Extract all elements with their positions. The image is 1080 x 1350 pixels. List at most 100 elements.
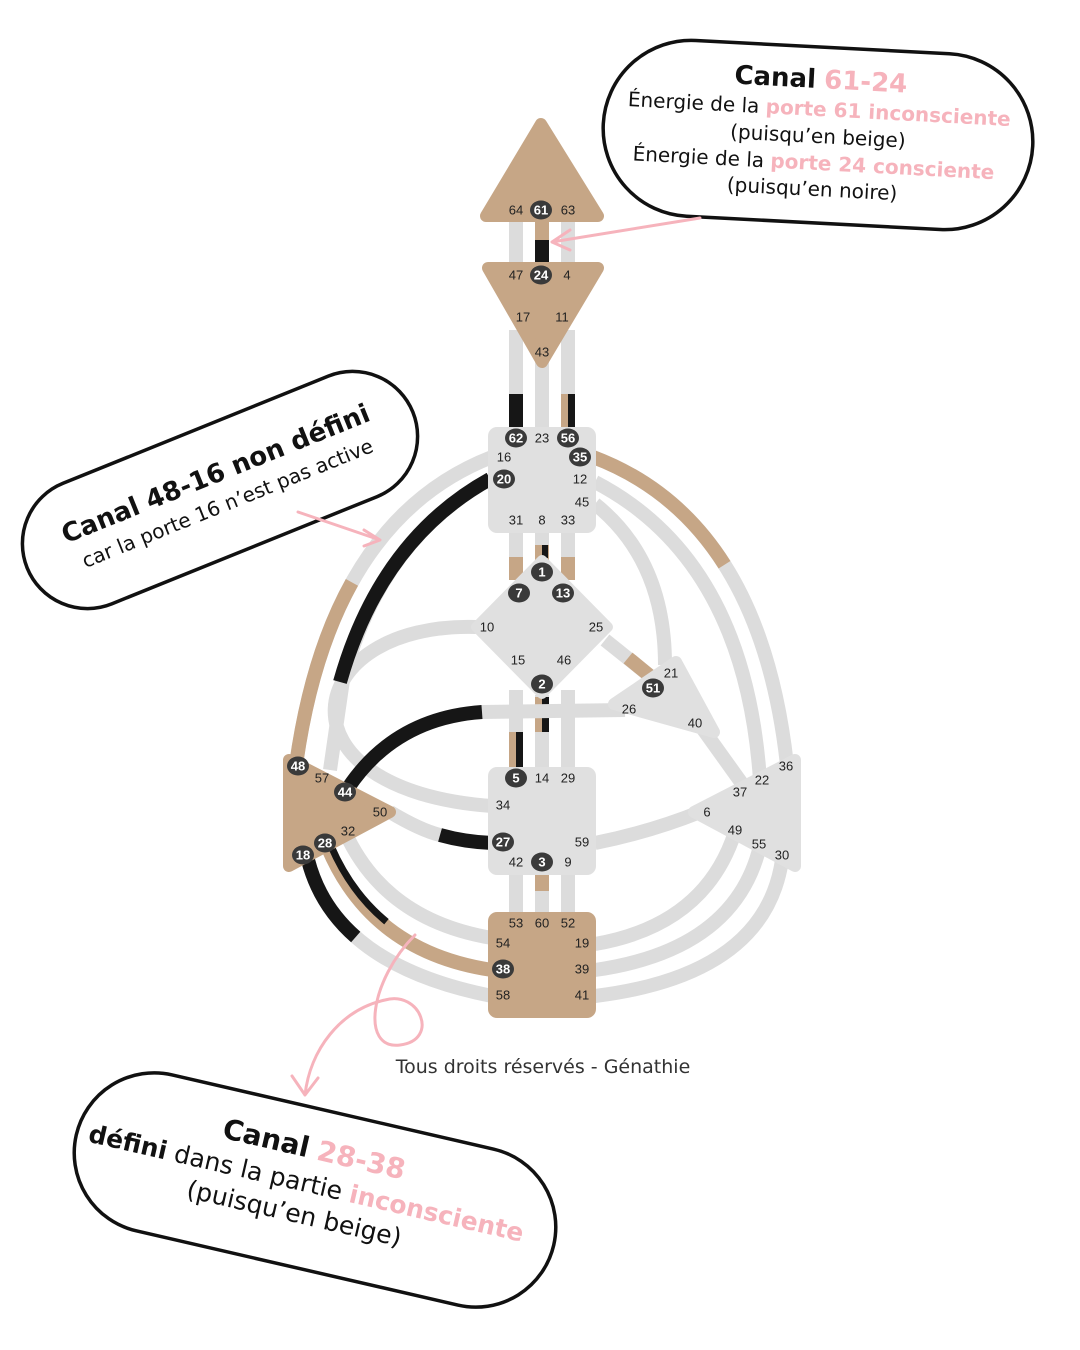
- gate-number: 47: [509, 268, 523, 283]
- gate-19: 19: [575, 936, 589, 951]
- gate-number: 51: [646, 681, 660, 696]
- center-sacral: [488, 767, 596, 875]
- gate-11: 11: [555, 310, 569, 325]
- center-root: [488, 912, 596, 1018]
- gate-number: 60: [535, 916, 549, 931]
- active-gate-marker: [505, 428, 527, 448]
- gate-number: 16: [497, 450, 511, 465]
- gate-35: 35: [569, 447, 591, 467]
- gate-62: 62: [505, 428, 527, 448]
- gate-number: 10: [480, 620, 494, 635]
- arrow-icon: [550, 216, 702, 252]
- channel-32-54: [338, 829, 494, 945]
- curly-arrow-icon: [290, 933, 424, 1097]
- gate-56: 56: [557, 428, 579, 448]
- active-gate-marker: [530, 200, 552, 220]
- gate-number: 19: [575, 936, 589, 951]
- channel-12-22: [591, 475, 767, 781]
- gate-24: 24: [530, 265, 552, 285]
- gate-number: 54: [496, 936, 510, 951]
- gate-number: 29: [561, 771, 575, 786]
- gate-number: 28: [318, 836, 332, 851]
- gate-6: 6: [703, 805, 710, 820]
- gate-8: 8: [538, 513, 545, 528]
- gate-number: 13: [556, 586, 570, 601]
- active-gate-marker: [508, 583, 530, 603]
- gate-7: 7: [508, 583, 530, 603]
- gate-number: 4: [563, 268, 570, 283]
- gate-20: 20: [493, 469, 515, 489]
- gate-57: 57: [315, 771, 329, 786]
- gate-number: 23: [535, 431, 549, 446]
- gate-34: 34: [496, 798, 510, 813]
- annotation-bubble: [601, 38, 1035, 232]
- gate-number: 53: [509, 916, 523, 931]
- gate-46: 46: [557, 653, 571, 668]
- active-gate-marker: [292, 845, 314, 865]
- gate-number: 36: [779, 759, 793, 774]
- gate-number: 6: [703, 805, 710, 820]
- gate-3: 3: [531, 852, 553, 872]
- gate-number: 55: [752, 837, 766, 852]
- gate-58: 58: [496, 988, 510, 1003]
- annotation-channel-28-38: Canal 28-38 défini dans la partie incons…: [72, 1071, 558, 1309]
- gate-2: 2: [531, 674, 553, 694]
- gate-number: 40: [688, 716, 702, 731]
- gate-number: 17: [516, 310, 530, 325]
- active-gate-marker: [334, 782, 356, 802]
- gate-10: 10: [480, 620, 494, 635]
- channel-59-6: [593, 805, 703, 850]
- gate-32: 32: [341, 824, 355, 839]
- gate-50: 50: [373, 805, 387, 820]
- gate-number: 57: [315, 771, 329, 786]
- gate-number: 49: [728, 823, 742, 838]
- active-gate-marker: [505, 768, 527, 788]
- active-gate-marker: [493, 469, 515, 489]
- gate-number: 3: [538, 855, 545, 870]
- gate-number: 56: [561, 431, 575, 446]
- gate-38: 38: [492, 959, 514, 979]
- gate-43: 43: [535, 345, 549, 360]
- channel-55-39: [594, 844, 767, 977]
- annotation-title: Canal 61-24: [734, 61, 908, 100]
- channel-16-48-gate48: [289, 450, 495, 766]
- gate-number: 31: [509, 513, 523, 528]
- gate-number: 44: [338, 785, 353, 800]
- gate-63: 63: [561, 203, 575, 218]
- gate-number: 61: [534, 203, 548, 218]
- gate-4: 4: [563, 268, 570, 283]
- channel-25-51-active: [623, 652, 655, 682]
- gate-39: 39: [575, 962, 589, 977]
- gate-13: 13: [552, 583, 574, 603]
- annotation-bubble: [72, 1071, 558, 1309]
- gate-42: 42: [509, 855, 523, 870]
- center-solar-plexus: [688, 754, 801, 872]
- channels: [289, 215, 794, 1003]
- channel-20-57-active: [333, 472, 494, 684]
- gate-51: 51: [642, 678, 664, 698]
- gate-number: 33: [561, 513, 575, 528]
- gate-47: 47: [509, 268, 523, 283]
- annotation-channel-61-24: Canal 61-24 Énergie de la porte 61 incon…: [601, 38, 1035, 232]
- gate-number: 14: [535, 771, 549, 786]
- active-gate-marker: [530, 265, 552, 285]
- gate-5: 5: [505, 768, 527, 788]
- gate-25: 25: [589, 620, 603, 635]
- gate-number: 39: [575, 962, 589, 977]
- gate-29: 29: [561, 771, 575, 786]
- gate-23: 23: [535, 431, 549, 446]
- channel-45-21: [590, 498, 672, 666]
- gate-17: 17: [516, 310, 530, 325]
- arrow-icon: [296, 510, 382, 548]
- gate-40: 40: [688, 716, 702, 731]
- gate-41: 41: [575, 988, 589, 1003]
- gate-number: 48: [291, 759, 305, 774]
- gate-number: 27: [496, 835, 510, 850]
- gate-number: 43: [535, 345, 549, 360]
- gate-12: 12: [573, 472, 587, 487]
- active-gate-marker: [569, 447, 591, 467]
- gate-number: 22: [755, 773, 769, 788]
- gate-61: 61: [530, 200, 552, 220]
- active-gate-marker: [531, 674, 553, 694]
- gate-37: 37: [733, 785, 747, 800]
